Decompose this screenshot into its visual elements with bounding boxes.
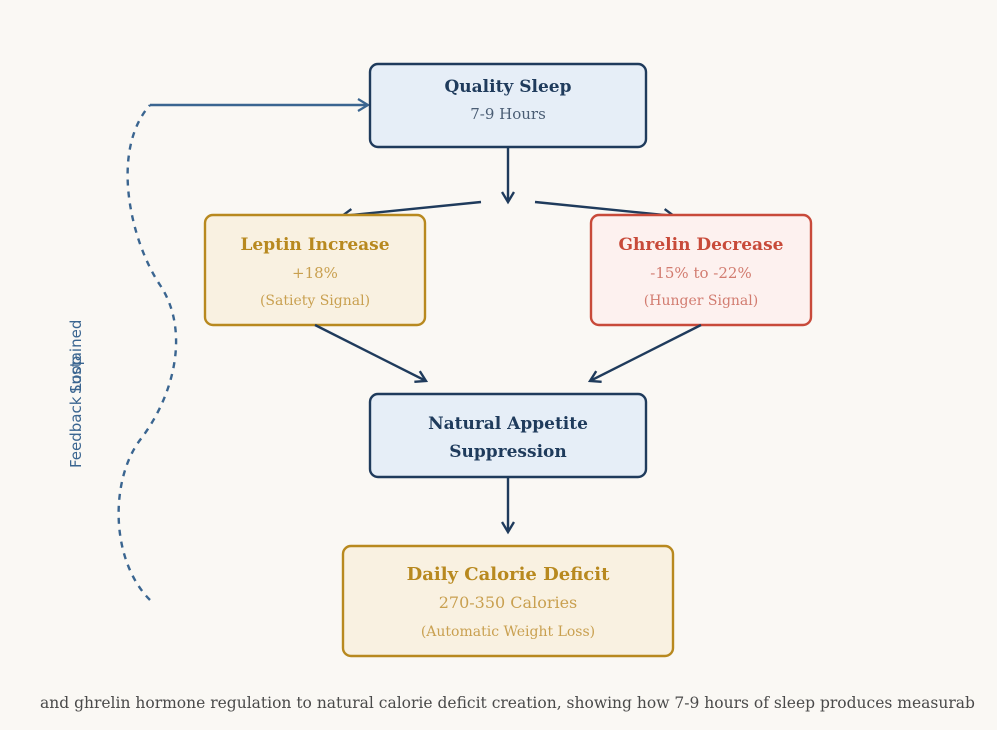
leptin-value: +18% — [292, 264, 338, 282]
quality-sleep-title: Quality Sleep — [444, 77, 571, 97]
node-quality-sleep: Quality Sleep 7-9 Hours — [368, 62, 648, 149]
feedback-label-2: Sustained — [67, 320, 85, 394]
deficit-title: Daily Calorie Deficit — [407, 564, 610, 585]
node-calorie-deficit: Daily Calorie Deficit 270-350 Calories (… — [341, 544, 675, 658]
node-ghrelin-decrease: Ghrelin Decrease -15% to -22% (Hunger Si… — [589, 213, 813, 327]
arrow-to-ghrelin — [534, 200, 674, 216]
leptin-title: Leptin Increase — [240, 235, 389, 255]
quality-sleep-subtitle: 7-9 Hours — [470, 105, 546, 123]
node-appetite-suppression: Natural Appetite Suppression — [368, 392, 648, 479]
ghrelin-value: -15% to -22% — [650, 264, 751, 282]
arrow-to-leptin — [342, 200, 482, 216]
feedback-loop-label: Feedback Loop — [67, 356, 85, 468]
arrow-ghrelin-to-appetite — [590, 323, 702, 381]
appetite-title-line2: Suppression — [449, 442, 566, 462]
feedback-label-1: Feedback Loop — [67, 356, 85, 468]
flow-diagram: Feedback Loop Sustained Quality Sleep 7-… — [67, 62, 813, 658]
feedback-loop-curve — [117, 104, 178, 601]
feedback-sustained-label: Sustained — [67, 320, 85, 394]
deficit-value: 270-350 Calories — [439, 593, 578, 612]
node-leptin-increase: Leptin Increase +18% (Satiety Signal) — [203, 213, 427, 327]
deficit-note: (Automatic Weight Loss) — [421, 624, 595, 640]
figure-caption: and ghrelin hormone regulation to natura… — [40, 694, 975, 712]
leptin-note: (Satiety Signal) — [260, 293, 370, 309]
arrow-leptin-to-appetite — [314, 323, 426, 381]
appetite-title-line1: Natural Appetite — [428, 414, 588, 434]
ghrelin-note: (Hunger Signal) — [644, 293, 758, 309]
ghrelin-title: Ghrelin Decrease — [619, 235, 784, 255]
